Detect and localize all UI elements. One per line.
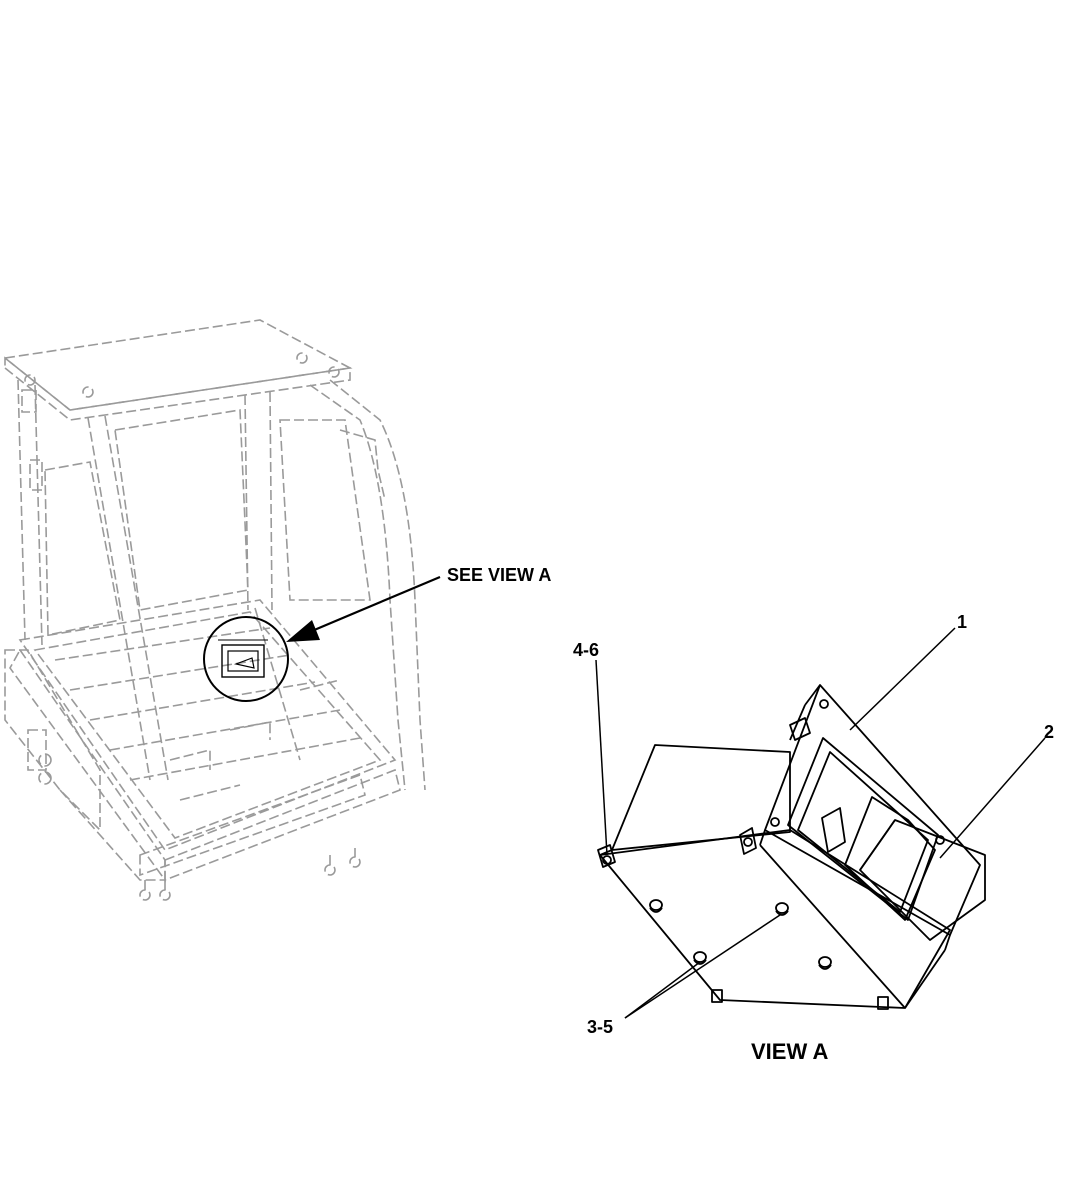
callout-3-5-label: 3-5 xyxy=(587,1017,614,1037)
leader-4-6 xyxy=(595,659,608,856)
callout-4-6-label: 4-6 xyxy=(573,640,600,660)
see-view-arrow xyxy=(286,575,441,642)
callout-2-label: 2 xyxy=(1044,722,1055,742)
callout-1-label: 1 xyxy=(957,612,968,632)
mounting-studs xyxy=(649,899,832,970)
leader-3-5-a xyxy=(624,914,781,1019)
mounting-bracket xyxy=(599,829,951,1009)
leader-lines xyxy=(595,627,1046,1019)
view-a-title: VIEW A xyxy=(751,1039,829,1064)
ecu-assembly xyxy=(597,684,986,1010)
leader-2 xyxy=(939,737,1046,859)
see-view-a-label: SEE VIEW A xyxy=(447,565,552,585)
leader-3-5-b xyxy=(624,961,701,1019)
cab-frame xyxy=(3,319,426,901)
detail-callout-circle xyxy=(203,616,289,702)
leader-1 xyxy=(849,627,956,731)
